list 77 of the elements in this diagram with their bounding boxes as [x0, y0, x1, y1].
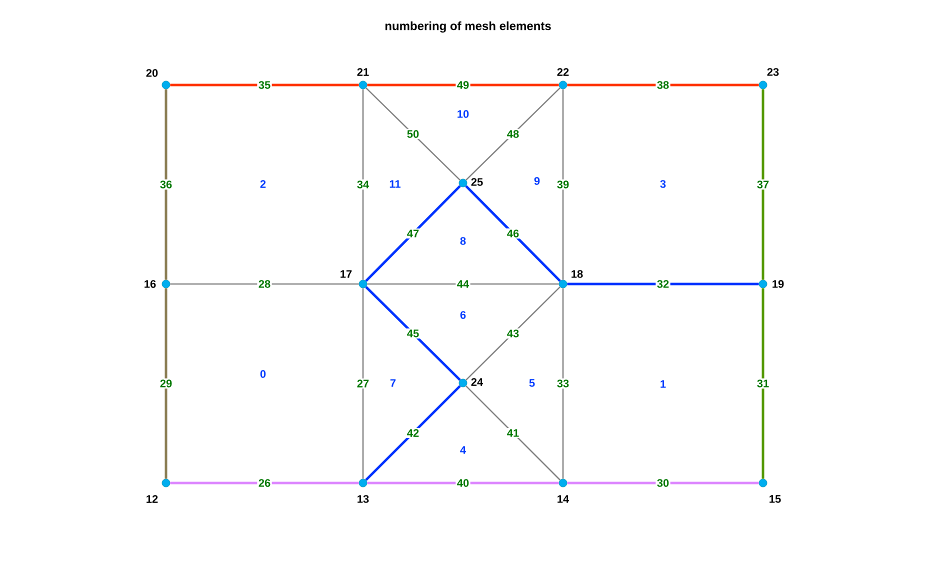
vertex-label: 18 [572, 270, 583, 278]
cell-number: 2 [260, 180, 266, 188]
mesh-edge [466, 386, 560, 480]
mesh-edge [365, 185, 461, 282]
mesh-edge [362, 89, 364, 280]
cell-number: 4 [460, 446, 466, 454]
mesh-edge [466, 286, 560, 380]
cell-number: 6 [460, 311, 466, 319]
mesh-edge [567, 282, 759, 286]
mesh-edge [567, 84, 759, 86]
vertex-label: 25 [471, 178, 483, 186]
mesh-edge [170, 482, 359, 484]
edge-label: 44 [456, 279, 470, 289]
edge-label: 48 [506, 128, 520, 140]
mesh-edge [762, 288, 764, 479]
edge-label: 46 [506, 228, 520, 239]
cell-number: 8 [460, 237, 466, 245]
edge-label: 37 [756, 179, 770, 190]
cell-number: 5 [529, 379, 535, 387]
vertex-label: 17 [340, 270, 352, 278]
mesh-edge [762, 89, 764, 280]
edge-label: 40 [456, 478, 470, 488]
edge-label: 31 [756, 378, 770, 389]
mesh-edge [465, 185, 561, 282]
mesh-edge [164, 288, 168, 479]
edge-label: 28 [257, 278, 272, 290]
mesh-edge [567, 482, 759, 484]
vertex-label: 22 [557, 68, 569, 76]
edge-label: 32 [656, 278, 670, 290]
vertex-label: 15 [770, 495, 781, 503]
edge-label: 39 [556, 179, 570, 190]
edge-label: 29 [158, 378, 174, 389]
mesh-edge [362, 288, 364, 479]
edge-label: 36 [158, 179, 174, 190]
edge-label: 45 [406, 328, 420, 339]
vertex-label: 14 [558, 495, 570, 503]
vertex-label: 13 [358, 495, 369, 503]
mesh-edge [466, 87, 560, 181]
edge-label: 47 [406, 228, 420, 238]
edge-label: 50 [406, 128, 420, 140]
cell-number: 3 [660, 180, 666, 188]
edge-label: 49 [456, 80, 470, 90]
mesh-edge [170, 283, 359, 285]
edge-label: 33 [556, 378, 570, 389]
cell-number: 11 [390, 180, 400, 188]
edge-label: 35 [257, 80, 272, 90]
cell-number: 7 [390, 379, 396, 387]
edge-label: 38 [656, 80, 670, 90]
mesh-edge [367, 84, 559, 86]
cell-number: 9 [534, 177, 540, 185]
edge-label: 34 [356, 179, 370, 190]
vertex-label: 12 [146, 495, 158, 503]
mesh-edge [365, 385, 461, 481]
edge-label: 26 [257, 478, 272, 488]
mesh-edge [365, 286, 461, 381]
vertex-label: 19 [772, 280, 784, 288]
cell-number: 1 [660, 380, 666, 388]
mesh-edge [562, 288, 564, 479]
edge-label: 27 [356, 378, 370, 389]
edge-label: 30 [656, 478, 670, 488]
mesh-edge [367, 482, 559, 484]
mesh-edge [170, 84, 359, 86]
vertex-label: 24 [471, 378, 484, 386]
vertex-label: 16 [144, 280, 156, 288]
mesh-edge [164, 89, 168, 280]
cell-number: 10 [458, 110, 469, 118]
mesh-edge [562, 89, 564, 280]
title: numbering of mesh elements [385, 21, 551, 33]
edge-label: 43 [506, 328, 520, 339]
vertex-label: 23 [767, 68, 779, 76]
mesh-edge [366, 87, 460, 181]
mesh-edge [367, 283, 559, 285]
edge-label: 42 [406, 428, 420, 438]
edge-label: 41 [506, 428, 520, 438]
vertex-label: 20 [146, 69, 158, 77]
cell-number: 0 [260, 370, 266, 378]
vertex-label: 21 [357, 68, 369, 76]
